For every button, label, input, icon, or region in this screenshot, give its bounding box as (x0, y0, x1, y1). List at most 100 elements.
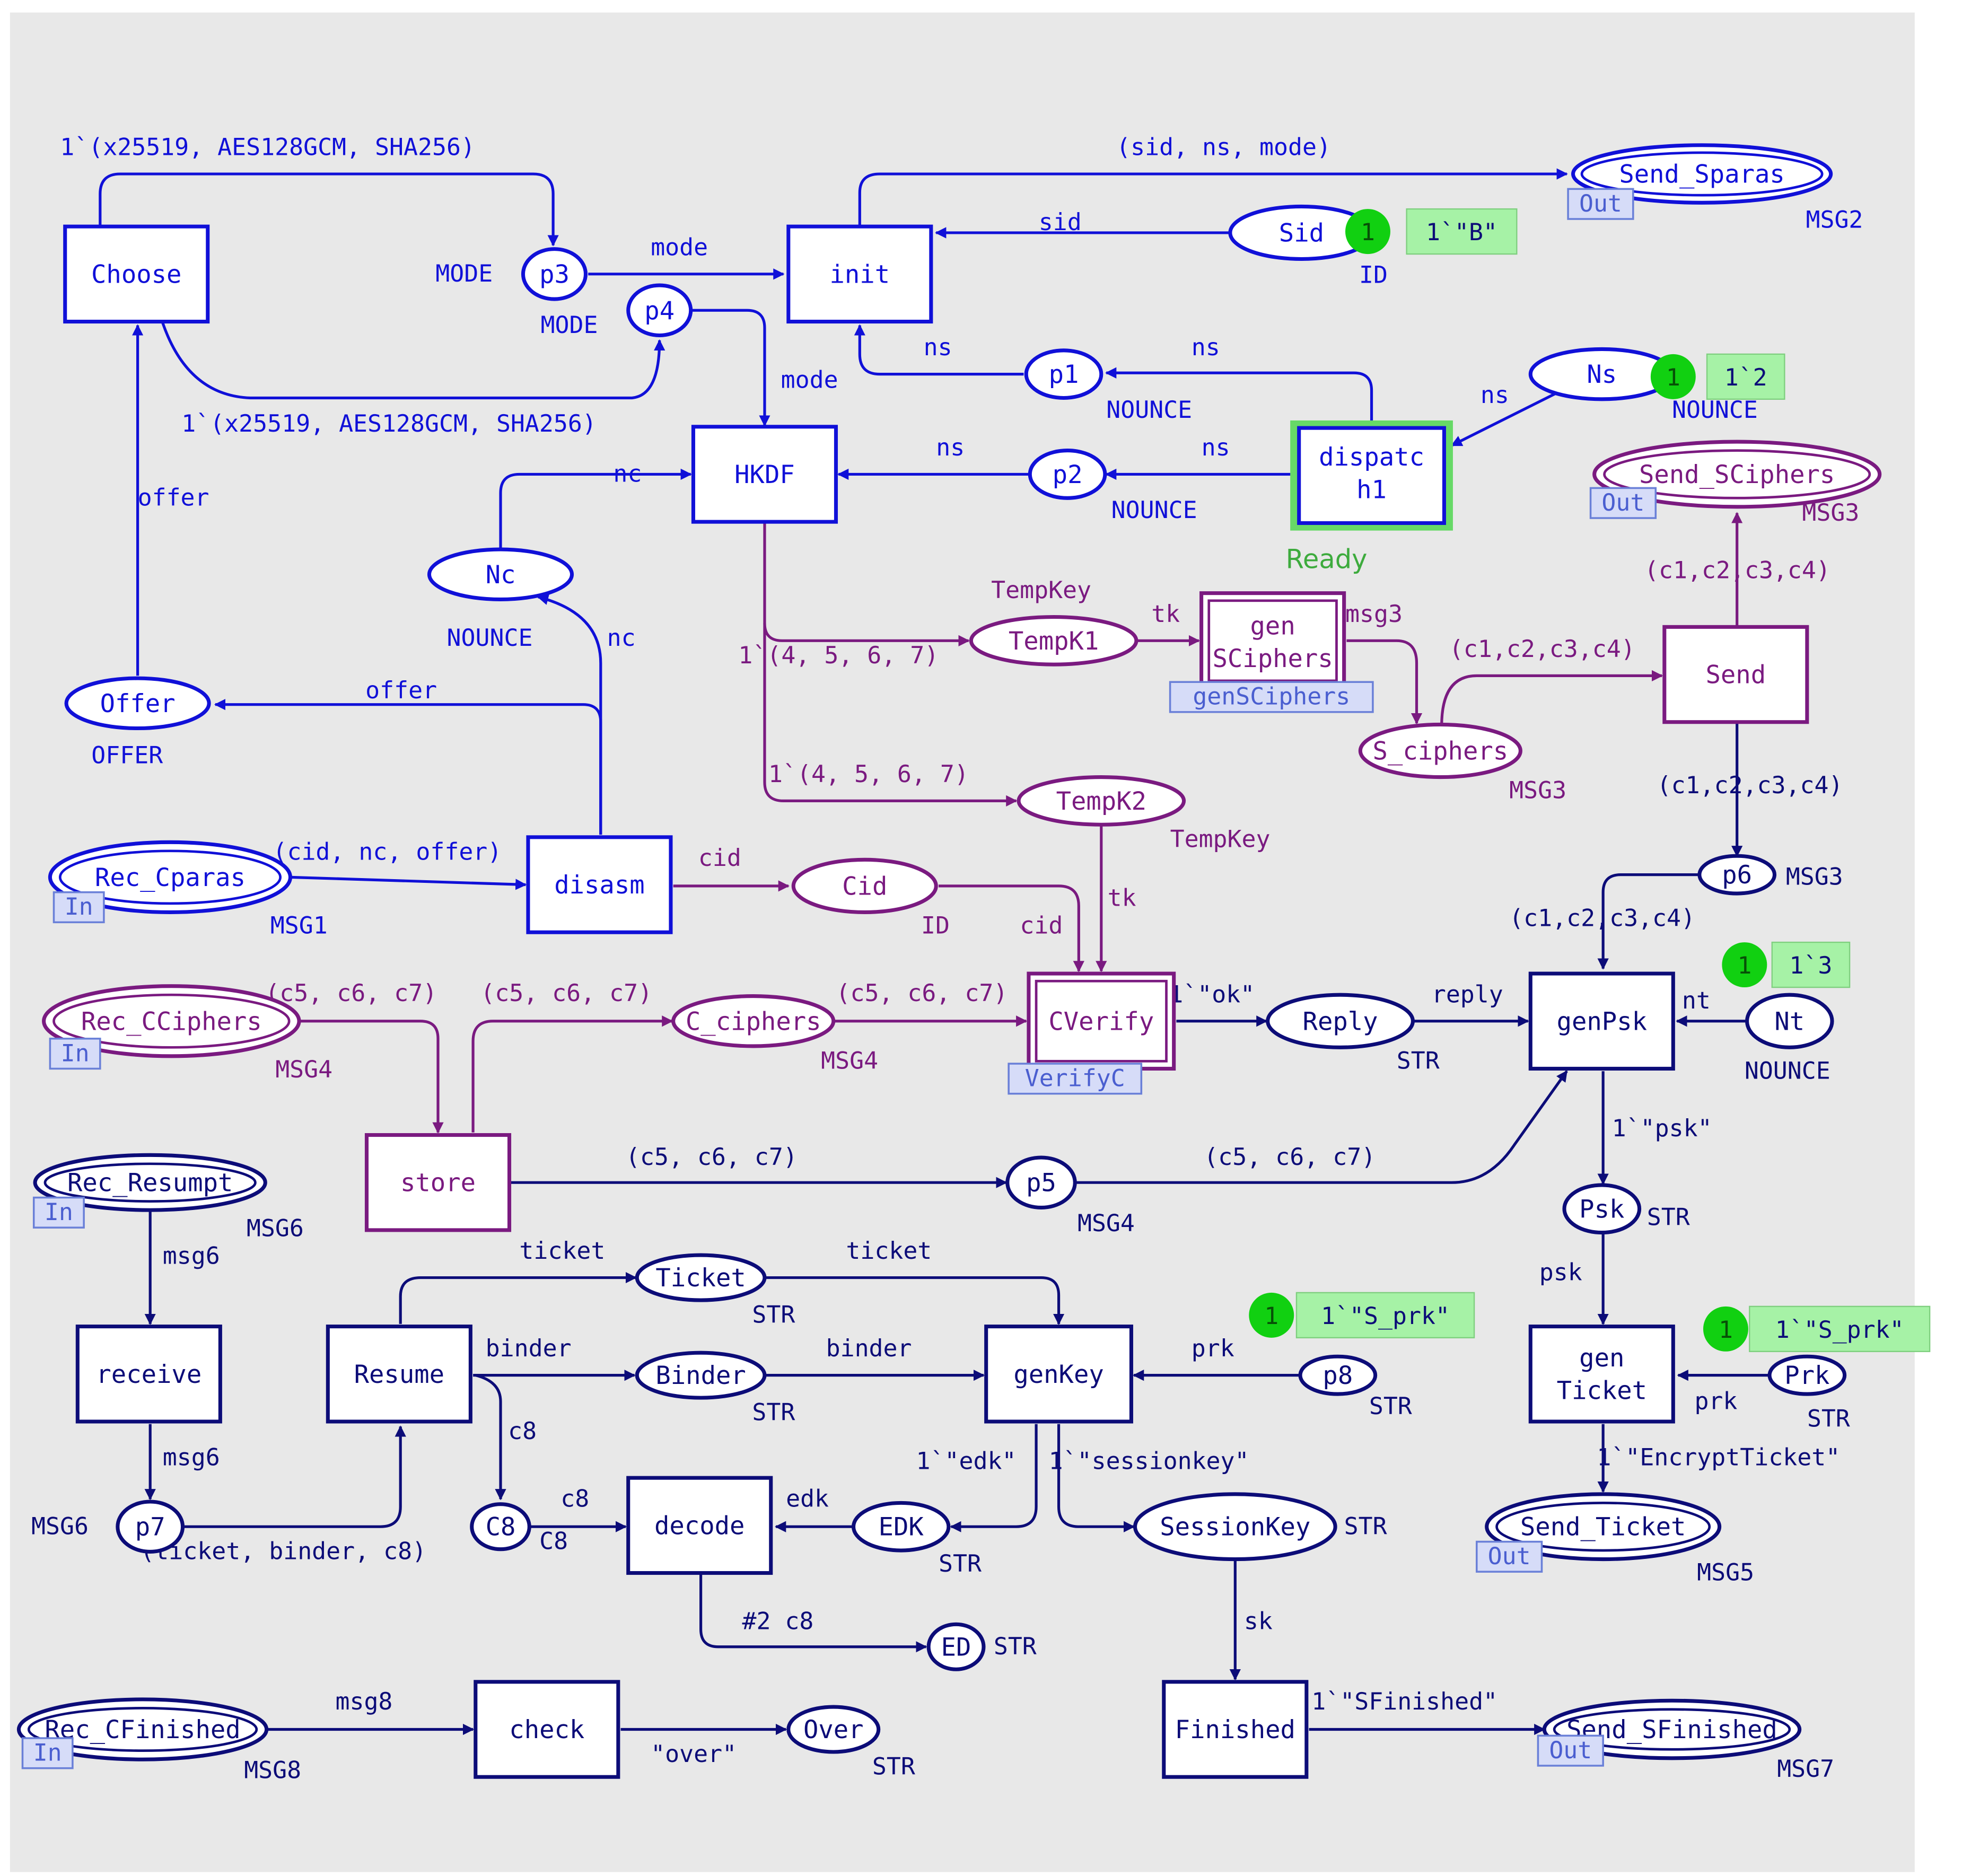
place-over[interactable]: Over (786, 1705, 881, 1754)
place-p8[interactable]: p8 (1298, 1354, 1378, 1396)
place-p5[interactable]: p5 (1005, 1155, 1077, 1209)
place-rec-cfinished[interactable]: Rec_CFinished (16, 1697, 269, 1761)
place-label: C8 (486, 1513, 516, 1542)
place-label: p8 (1322, 1361, 1353, 1390)
subpage-tag[interactable]: VerifyC (1008, 1063, 1143, 1095)
arc-choose-p4 (161, 322, 665, 400)
svg-text:In: In (65, 892, 93, 921)
place-nc[interactable]: Nc (427, 547, 574, 601)
place-label: p4 (644, 296, 675, 326)
transition-hkdf[interactable]: HKDF (691, 425, 838, 524)
place-label: Sid (1279, 218, 1324, 248)
place-rec-cciphers[interactable]: Rec_CCiphers (42, 984, 301, 1058)
transition-genpsk[interactable]: genPsk (1528, 971, 1675, 1071)
place-tempk2[interactable]: TempK2 (1017, 775, 1186, 827)
place-reply[interactable]: Reply (1266, 993, 1415, 1049)
place-send-sfinished[interactable]: Send_SFinished (1542, 1698, 1802, 1760)
place-label: Send_SCiphers (1639, 460, 1835, 489)
transition-gen-sciphers[interactable]: gen SCiphers (1199, 591, 1346, 690)
port-tag-in: In (49, 1038, 101, 1070)
place-offer[interactable]: Offer (64, 676, 211, 731)
port-tag-in: In (21, 1737, 74, 1769)
place-p6[interactable]: p6 (1697, 854, 1777, 896)
place-label: Reply (1303, 1007, 1378, 1036)
transition-check[interactable]: check (474, 1680, 620, 1779)
marking-text: 1`"S_prk" (1775, 1316, 1904, 1344)
arc-label: 1`"sessionkey" (1049, 1447, 1249, 1475)
arc-label: "over" (651, 1740, 737, 1768)
marking-text: 1`"S_prk" (1321, 1302, 1450, 1330)
transition-resume[interactable]: Resume (326, 1325, 472, 1424)
arc-hkdf-tempk2 (763, 623, 1018, 807)
transition-dispatch1[interactable]: dispatc h1 (1290, 420, 1453, 531)
ready-status: Ready (1286, 543, 1368, 574)
transition-receive[interactable]: receive (75, 1325, 222, 1424)
arc-label: (c1,c2,c3,c4) (1644, 556, 1830, 584)
place-type: MODE (541, 311, 598, 339)
arc-label: mode (651, 233, 708, 261)
place-c8[interactable]: C8 (470, 1502, 531, 1551)
place-tempk1[interactable]: TempK1 (969, 615, 1138, 667)
transition-init[interactable]: init (786, 224, 933, 324)
place-send-ticket[interactable]: Send_Ticket (1485, 1492, 1722, 1562)
place-type: NOUNCE (1672, 396, 1758, 424)
place-p7[interactable]: p7 (116, 1500, 185, 1554)
transition-label-line2: h1 (1356, 475, 1387, 504)
place-type: MSG3 (1802, 498, 1859, 527)
arc-label: (sid, ns, mode) (1116, 133, 1331, 161)
place-send-sparas[interactable]: Send_Sparas (1571, 143, 1833, 205)
place-binder[interactable]: Binder (635, 1351, 767, 1400)
arc-label: #2 c8 (742, 1607, 813, 1635)
arc-label: ns (936, 433, 965, 461)
arc-label: 1`(4, 5, 6, 7) (768, 760, 969, 788)
place-p1[interactable]: p1 (1024, 348, 1103, 400)
place-ticket[interactable]: Ticket (635, 1253, 767, 1302)
transition-finished[interactable]: Finished (1162, 1680, 1309, 1779)
place-c-ciphers[interactable]: C_ciphers (671, 994, 836, 1048)
place-label: C_ciphers (686, 1007, 821, 1036)
transition-label: genKey (1013, 1360, 1103, 1389)
place-edk[interactable]: EDK (851, 1501, 951, 1553)
transition-genkey[interactable]: genKey (984, 1325, 1133, 1424)
transition-label: check (509, 1715, 584, 1744)
arc-label: (c5, c6, c7) (626, 1143, 798, 1171)
marking-ns: 1 1`2 (1650, 353, 1785, 400)
transition-cverify[interactable]: CVerify (1027, 971, 1176, 1071)
place-p4[interactable]: p4 (626, 283, 693, 338)
place-s-ciphers[interactable]: S_ciphers (1358, 722, 1522, 779)
arc-label: tk (1151, 600, 1180, 628)
place-type: TempKey (991, 576, 1091, 604)
arc-label: prk (1694, 1387, 1737, 1415)
place-ed[interactable]: ED (926, 1622, 986, 1671)
place-nt[interactable]: Nt (1745, 993, 1834, 1049)
place-p3[interactable]: p3 (521, 247, 588, 301)
transition-send[interactable]: Send (1662, 625, 1809, 724)
subpage-tag[interactable]: genSCiphers (1169, 681, 1374, 713)
transition-label: Finished (1175, 1715, 1295, 1744)
arc-label: tk (1108, 884, 1136, 912)
place-rec-cparas[interactable]: Rec_Cparas (48, 840, 293, 914)
transition-gen-ticket[interactable]: gen Ticket (1528, 1325, 1675, 1424)
arc-label: (c5, c6, c7) (265, 979, 437, 1007)
arc-label: (cid, nc, offer) (273, 837, 502, 865)
place-psk[interactable]: Psk (1562, 1183, 1642, 1235)
place-sessionkey[interactable]: SessionKey (1133, 1492, 1337, 1562)
place-p2[interactable]: p2 (1028, 449, 1107, 500)
place-send-sciphers[interactable]: Send_SCiphers (1592, 440, 1882, 509)
arc-label: (c5, c6, c7) (836, 979, 1008, 1007)
place-ns[interactable]: Ns (1528, 347, 1675, 401)
svg-text:1: 1 (1264, 1302, 1278, 1330)
transition-decode[interactable]: decode (626, 1476, 773, 1575)
place-rec-resumpt[interactable]: Rec_Resumpt (33, 1153, 267, 1212)
place-cid[interactable]: Cid (791, 857, 938, 914)
transition-disasm[interactable]: disasm (526, 835, 673, 934)
transition-choose[interactable]: Choose (63, 224, 210, 324)
place-type: MODE (435, 259, 493, 287)
transition-store[interactable]: store (364, 1133, 512, 1232)
arc-choose-p3 (99, 172, 559, 247)
place-prk[interactable]: Prk (1767, 1354, 1847, 1396)
arc-label: ticket (846, 1237, 932, 1265)
place-sid[interactable]: Sid (1228, 204, 1375, 261)
place-label: Nt (1774, 1007, 1805, 1036)
arc-label: 1`"EncryptTicket" (1597, 1443, 1840, 1471)
